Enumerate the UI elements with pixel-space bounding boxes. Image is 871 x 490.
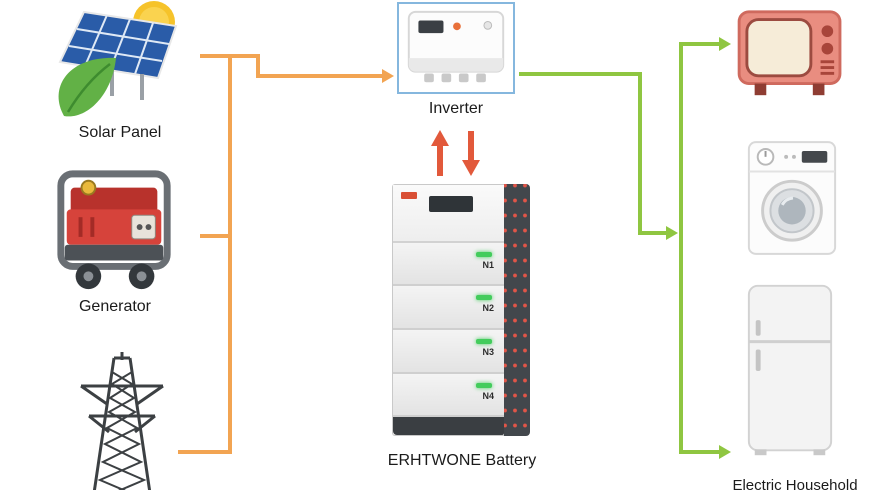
battery-display-screen [429,196,473,212]
node-refrigerator [742,282,838,460]
source-trunk-line [228,54,232,454]
battery-module-label: N1 [482,259,494,270]
battery-body: N1 N2 N3 N4 [392,184,504,436]
battery-module-label: N4 [482,390,494,401]
node-power-tower [62,352,182,490]
inverter-input-arrowhead [382,69,394,83]
load-junction-line [638,231,668,235]
node-tv [733,6,848,101]
inverter-frame [397,2,515,94]
solar-panel-label: Solar Panel [78,124,162,141]
node-solar-panel: Solar Panel [40,0,200,142]
source-jog-line [256,54,260,78]
generator-icon [57,170,171,290]
battery-module: N1 [393,242,504,287]
node-generator: Generator [40,166,190,316]
inverter-input-line [256,74,382,78]
inverter-label: Inverter [428,100,484,117]
battery-module: N4 [393,373,504,418]
appliances-label: Electric Household [732,477,858,490]
inverter-icon [407,10,505,82]
battery-control-unit [393,185,504,243]
washing-machine-icon [747,141,837,255]
inverter-output-line [519,72,642,76]
battery-status-led [476,295,492,301]
load-junction-arrowhead [666,226,678,240]
tv-branch-arrowhead [719,37,731,51]
battery-status-led [476,251,492,257]
tv-icon [737,10,841,96]
solar-panel-icon [58,1,178,117]
discharge-arrowhead [462,160,480,176]
fridge-branch-arrowhead [719,445,731,459]
battery-module: N3 [393,329,504,374]
battery-side-panel [504,184,530,436]
tv-branch-line [679,42,721,46]
battery-module-label: N3 [482,346,494,357]
load-trunk-line [679,42,683,454]
battery-module: N2 [393,286,504,330]
transmission-tower-icon [80,352,164,490]
charge-arrowhead [431,130,449,146]
discharge-arrow-shaft [468,131,474,162]
battery-label: ERHTWONE Battery [387,452,537,469]
fridge-branch-line [679,450,721,454]
generator-label: Generator [78,298,152,315]
refrigerator-icon [747,284,833,456]
battery-module-label: N2 [482,303,494,314]
battery-base [393,417,504,435]
tower-connector-line [178,450,232,454]
charge-arrow-shaft [437,145,443,176]
load-drop-line [638,72,642,235]
battery-status-led [476,338,492,344]
node-washing-machine [742,138,842,258]
battery-status-led [476,382,492,388]
battery-brand-logo [401,192,417,199]
battery-icon: N1 N2 N3 N4 [392,184,530,436]
generator-connector-line [200,234,232,238]
